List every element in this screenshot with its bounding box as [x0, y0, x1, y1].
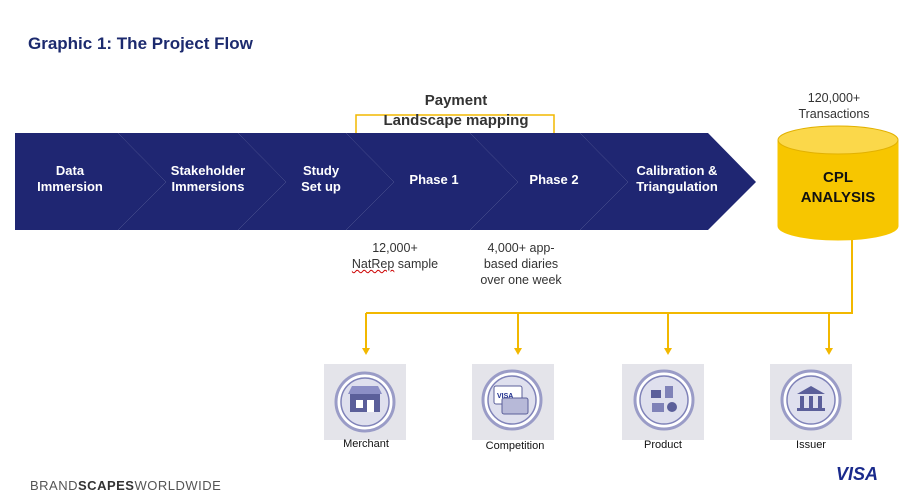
svg-text:VISA: VISA: [497, 393, 513, 400]
output-label-competition: Competition: [485, 440, 545, 452]
diagram-title: Graphic 1: The Project Flow: [28, 34, 253, 53]
connector-lines: [365, 240, 853, 348]
output-label-issuer: Issuer: [796, 439, 826, 451]
bank-icon: [770, 364, 852, 440]
payment-landscape-label: Payment Landscape mapping: [383, 92, 529, 129]
brand-part-1: BRAND: [30, 478, 79, 493]
chevron-calibration: [580, 133, 756, 230]
phase-label-data-immersion: Data Immersion: [37, 163, 103, 194]
phase1-note-count: 12,000+: [372, 241, 418, 255]
storefront-icon: [324, 364, 406, 440]
connector-arrows: [362, 348, 833, 355]
chevron-stakeholder: [118, 133, 286, 230]
phase1-note-rest: sample: [394, 257, 439, 271]
output-label-merchant: Merchant: [343, 438, 389, 450]
phase1-note: 12,000+ NatRep sample: [340, 240, 450, 272]
phase1-note-natrep: NatRep: [351, 257, 395, 271]
phase-label-calibration: Calibration & Triangulation: [636, 163, 718, 194]
phase-label-study-setup: Study Set up: [301, 163, 341, 194]
phase-label-phase-2: Phase 2: [529, 172, 579, 187]
brand-part-2: SCAPES: [78, 478, 135, 493]
product-items-icon: [622, 364, 704, 440]
phase-label-phase-1: Phase 1: [409, 172, 459, 187]
payment-bracket: [355, 114, 555, 133]
cpl-cylinder: [777, 125, 899, 241]
cpl-analysis-label: CPL ANALYSIS: [800, 169, 876, 206]
brandscapes-logo: BRANDSCAPESWORLDWIDE: [30, 478, 221, 493]
brand-part-3: WORLDWIDE: [134, 478, 222, 493]
phase2-note: 4,000+ app- based diaries over one week: [480, 241, 562, 287]
phase-label-stakeholder: Stakeholder Immersions: [170, 163, 246, 194]
payment-cards-icon: VISA: [472, 364, 554, 440]
transactions-label: 120,000+ Transactions: [798, 91, 870, 121]
chevron-phase-2: [470, 133, 628, 230]
chevron-data-immersion: [15, 133, 166, 230]
visa-logo: VISA: [836, 464, 879, 484]
chevron-study-setup: [238, 133, 394, 230]
output-label-product: Product: [644, 439, 682, 451]
chevron-phase-1: [346, 133, 518, 230]
